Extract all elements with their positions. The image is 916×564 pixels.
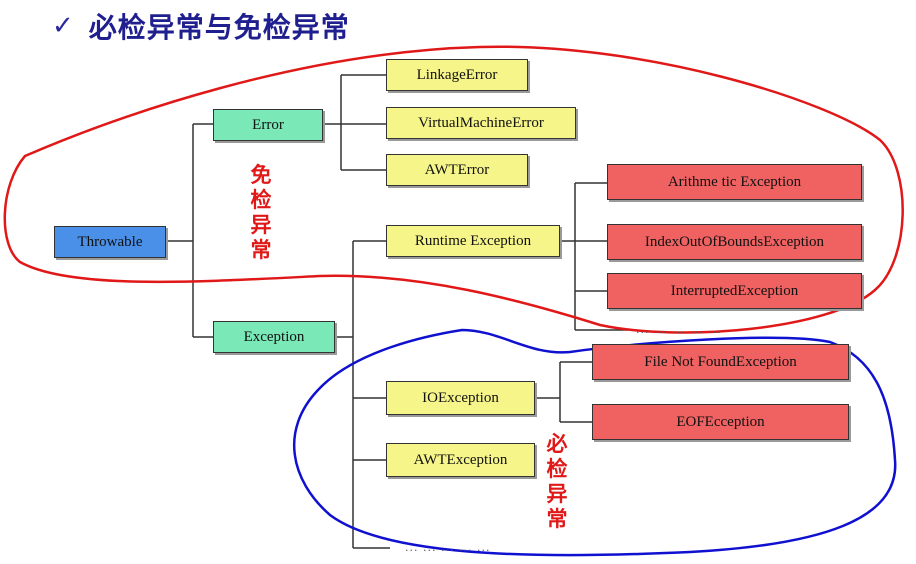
unchecked-exception-label: 免 检 异 常 [250,163,272,262]
eof-exception-node: EOFEcception [592,404,849,440]
page-title-text: 必检异常与免检异常 [88,11,350,44]
interrupted-exception-node: InterruptedException [607,273,862,309]
awt-exception-node: AWTException [386,443,535,477]
runtime-exception-more: ... ... ... ... ... [636,323,722,336]
index-out-of-bounds-exception-node: IndexOutOfBoundsException [607,224,862,260]
runtime-exception-node: Runtime Exception [386,225,560,257]
unchecked-region-outline [3,45,904,334]
awt-error-node: AWTError [386,154,528,186]
error-node: Error [213,109,323,141]
virtual-machine-error-node: VirtualMachineError [386,107,576,139]
linkage-error-node: LinkageError [386,59,528,91]
checked-region-outline [293,328,897,557]
exception-more: ... ... ... ... ... [405,541,491,554]
checkmark-icon: ✓ [52,11,75,41]
file-not-found-exception-node: File Not FoundException [592,344,849,380]
page-title: ✓ 必检异常与免检异常 [52,6,350,46]
arithmetic-exception-node: Arithme tic Exception [607,164,862,200]
io-exception-node: IOException [386,381,535,415]
exception-node: Exception [213,321,335,353]
checked-exception-label: 必 检 异 常 [546,432,568,531]
throwable-node: Throwable [54,226,166,258]
